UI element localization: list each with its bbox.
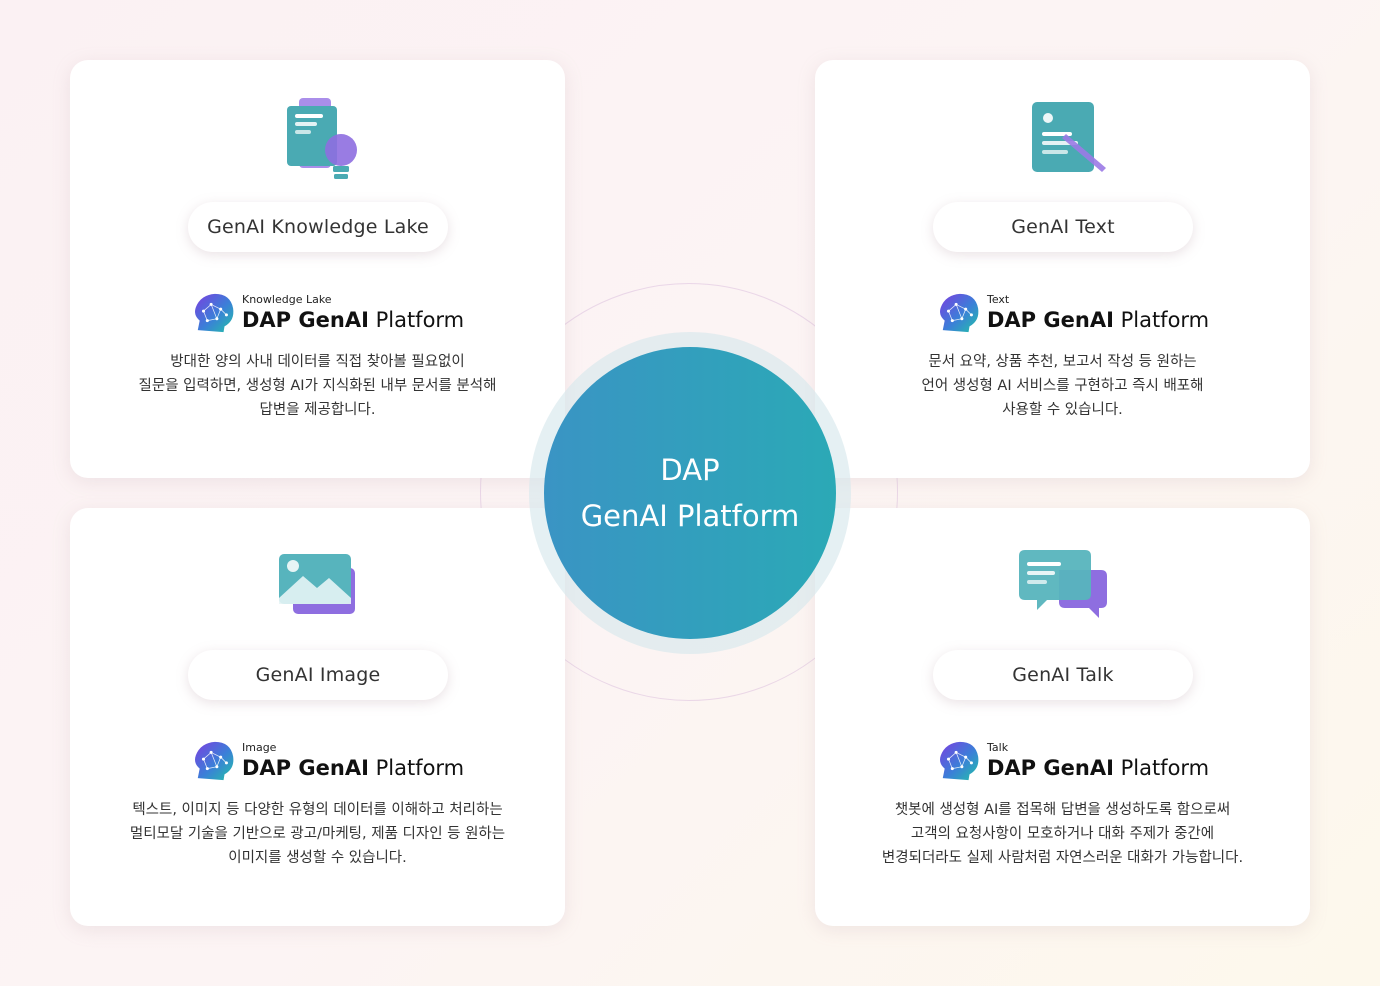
- logo-brand-bold: DAP GenAI: [987, 308, 1114, 332]
- logo-subtitle: Image: [242, 741, 277, 754]
- logo-brand-regular: Platform: [1120, 308, 1210, 332]
- description-line: 텍스트, 이미지 등 다양한 유형의 데이터를 이해하고 처리하는: [132, 802, 503, 818]
- logo-brand-bold: DAP GenAI: [242, 756, 369, 780]
- card-description: 문서 요약, 상품 추천, 보고서 작성 등 원하는 언어 생성형 AI 서비스…: [835, 350, 1290, 422]
- logo-brand-regular: Platform: [1120, 756, 1210, 780]
- logo-subtitle: Text: [987, 293, 1010, 306]
- card-knowledge-lake: GenAI Knowledge Lake Knowledge Lake DAP …: [70, 60, 565, 478]
- logo-brand-regular: Platform: [375, 756, 465, 780]
- description-line: 변경되더라도 실제 사람처럼 자연스러운 대화가 가능합니다.: [881, 850, 1244, 866]
- logo-subtitle: Knowledge Lake: [242, 293, 332, 306]
- chat-bubbles-icon: [1018, 550, 1107, 618]
- description-line: 질문을 입력하면, 생성형 AI가 지식화된 내부 문서를 분석해: [138, 378, 497, 394]
- dap-brain-logo-icon: [939, 293, 979, 333]
- card-description: 챗봇에 생성형 AI를 접목해 답변을 생성하도록 함으로써 고객의 요청사항이…: [835, 798, 1290, 870]
- background-ring: [480, 283, 898, 701]
- center-circle: DAP GenAI Platform: [544, 347, 836, 639]
- logo-brand-bold: DAP GenAI: [242, 308, 369, 332]
- dap-brain-logo-icon: [194, 741, 234, 781]
- description-line: 챗봇에 생성형 AI를 접목해 답변을 생성하도록 함으로써: [894, 802, 1231, 818]
- dap-genai-logo: Talk DAP GenAI Platform: [937, 738, 1209, 784]
- card-title-pill: GenAI Image: [188, 650, 448, 700]
- description-line: 이미지를 생성할 수 있습니다.: [228, 850, 407, 866]
- card-title-pill: GenAI Talk: [933, 650, 1193, 700]
- dap-genai-logo: Image DAP GenAI Platform: [192, 738, 464, 784]
- description-line: 고객의 요청사항이 모호하거나 대화 주제가 중간에: [910, 826, 1215, 842]
- description-line: 문서 요약, 상품 추천, 보고서 작성 등 원하는: [928, 354, 1197, 370]
- logo-brand-bold: DAP GenAI: [987, 756, 1114, 780]
- dap-genai-logo: Text DAP GenAI Platform: [937, 290, 1209, 336]
- document-pen-icon: [1031, 102, 1106, 172]
- card-talk: GenAI Talk Talk DAP GenAI Platform 챗봇에 생…: [815, 508, 1310, 926]
- description-line: 언어 생성형 AI 서비스를 구현하고 즉시 배포해: [921, 378, 1204, 394]
- document-lightbulb-icon: [286, 98, 357, 179]
- card-title-pill: GenAI Knowledge Lake: [188, 202, 448, 252]
- dap-genai-logo: Knowledge Lake DAP GenAI Platform: [192, 290, 464, 336]
- description-line: 방대한 양의 사내 데이터를 직접 찾아볼 필요없이: [170, 354, 465, 370]
- description-line: 답변을 제공합니다.: [259, 402, 376, 418]
- card-text: GenAI Text Text DAP GenAI Platform 문서 요약…: [815, 60, 1310, 478]
- description-line: 멀티모달 기술을 기반으로 광고/마케팅, 제품 디자인 등 원하는: [129, 826, 506, 842]
- logo-brand-regular: Platform: [375, 308, 465, 332]
- description-line: 사용할 수 있습니다.: [1002, 402, 1123, 418]
- dap-brain-logo-icon: [939, 741, 979, 781]
- card-title-pill: GenAI Text: [933, 202, 1193, 252]
- card-description: 텍스트, 이미지 등 다양한 유형의 데이터를 이해하고 처리하는 멀티모달 기…: [90, 798, 545, 870]
- card-description: 방대한 양의 사내 데이터를 직접 찾아볼 필요없이 질문을 입력하면, 생성형…: [90, 350, 545, 422]
- dap-brain-logo-icon: [194, 293, 234, 333]
- card-image: GenAI Image Image DAP GenAI Platform 텍스트…: [70, 508, 565, 926]
- center-title-line1: DAP: [660, 453, 720, 487]
- logo-subtitle: Talk: [987, 741, 1009, 754]
- image-icon: [278, 554, 355, 614]
- center-title-line2: GenAI Platform: [580, 499, 800, 533]
